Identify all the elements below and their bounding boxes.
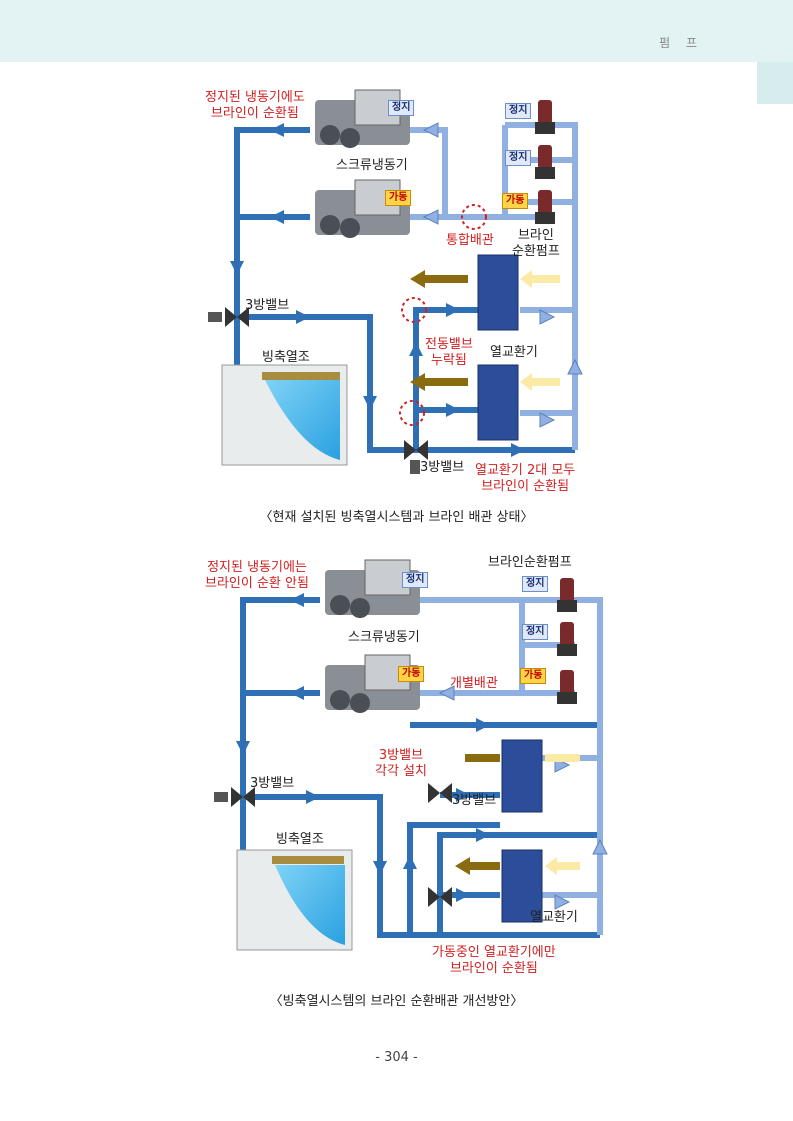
pump-badge-stop-2: 정지	[505, 150, 532, 166]
highlight-circles	[399, 204, 487, 426]
valve-label-hx: 3방밸브	[452, 793, 497, 808]
valve-label-left: 3방밸브	[245, 298, 290, 313]
flow-arrows-light	[422, 122, 583, 428]
pump-badge-run: 가동	[520, 668, 547, 684]
diagram-current-svg	[208, 89, 583, 474]
chiller-running-image	[315, 179, 410, 238]
pump-images	[535, 100, 555, 224]
pump-badge-run: 가동	[502, 193, 529, 209]
page-number: - 304 -	[375, 1050, 418, 1065]
status-badge-stop: 정지	[402, 572, 429, 588]
valve-label-bottom: 3방밸브	[420, 460, 465, 475]
section-title: 펌 프	[659, 36, 703, 50]
heat-exchanger-images	[477, 254, 519, 441]
three-way-valves	[214, 783, 452, 907]
diagram-improved-svg	[214, 559, 608, 951]
status-badge-stop: 정지	[388, 100, 415, 116]
chiller-stopped-image	[325, 559, 420, 618]
valve-label-left: 3방밸브	[250, 776, 295, 791]
tank-label: 빙축열조	[276, 832, 324, 847]
chiller-stopped-image	[315, 89, 410, 148]
status-badge-run: 가동	[398, 666, 425, 682]
pump-images	[557, 578, 577, 704]
chiller-label: 스크류냉동기	[336, 158, 408, 173]
separate-pipe-label: 개별배관	[450, 676, 498, 691]
tank-label: 빙축열조	[262, 350, 310, 365]
ice-tank-image	[236, 849, 353, 951]
pump-badge-stop-1: 정지	[505, 103, 532, 119]
status-badge-run: 가동	[385, 190, 412, 206]
pump-badge-stop-2: 정지	[522, 624, 549, 640]
flow-arrows-dark	[236, 593, 490, 902]
heat-exchanger-label: 열교환기	[490, 345, 538, 360]
side-tab-marker	[757, 62, 793, 104]
heat-exchanger-images	[501, 739, 543, 923]
merged-pipe-label: 통합배관	[446, 233, 494, 248]
caption-current: 〈현재 설치된 빙축열시스템과 브라인 배관 상태〉	[259, 510, 534, 525]
flow-arrows-dark	[230, 123, 525, 457]
chiller-label: 스크류냉동기	[348, 630, 420, 645]
pump-label: 브라인순환펌프	[488, 555, 572, 570]
three-way-valves	[208, 307, 428, 474]
hot-cold-arrows	[410, 270, 560, 391]
hot-cold-arrows	[455, 754, 580, 875]
caption-improved: 〈빙축열시스템의 브라인 순환배관 개선방안〉	[269, 994, 524, 1009]
header-band	[0, 0, 757, 62]
ice-tank-image	[221, 364, 348, 466]
chiller-running-image	[325, 654, 420, 713]
heat-exchanger-label: 열교환기	[530, 910, 578, 925]
pump-badge-stop-1: 정지	[522, 576, 549, 592]
